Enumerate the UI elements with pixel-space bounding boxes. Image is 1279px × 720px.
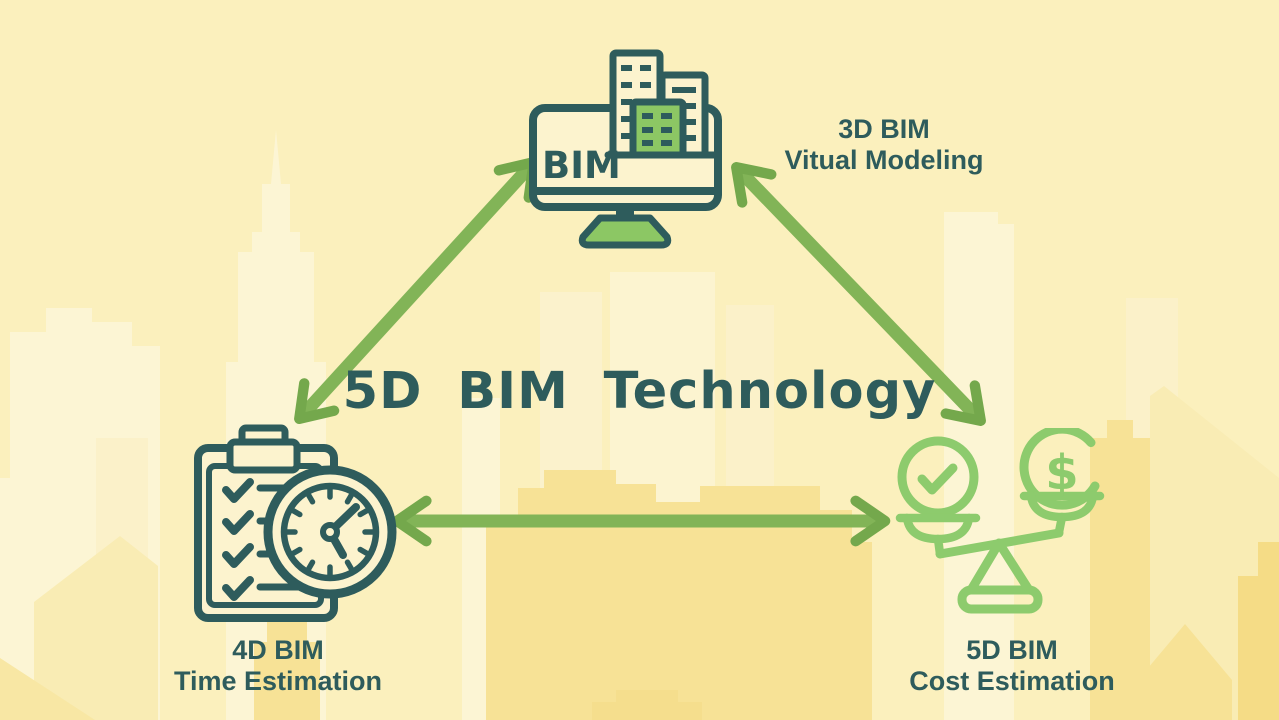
check-icon: [917, 463, 958, 495]
cost-heading: 5D BIM: [966, 635, 1058, 665]
bim-monitor-icon: BIM: [529, 49, 722, 249]
cost-label: 5D BIM Cost Estimation: [862, 635, 1162, 697]
time-heading: 4D BIM: [232, 635, 324, 665]
clipboard-checklist-clock-icon: [194, 424, 397, 622]
modeling-subheading: Vitual Modeling: [784, 145, 984, 175]
arrow-modeling-cost: [731, 162, 986, 426]
modeling-heading: 3D BIM: [838, 114, 930, 144]
modeling-label: 3D BIM Vitual Modeling: [734, 114, 1034, 176]
arrow-modeling-time: [294, 157, 539, 424]
time-label: 4D BIM Time Estimation: [128, 635, 428, 697]
dollar-icon: $: [1045, 445, 1078, 501]
time-subheading: Time Estimation: [173, 666, 383, 696]
monitor-screen-text: BIM: [542, 144, 621, 187]
page-title: 5D BIM Technology: [342, 362, 937, 421]
balance-scale-icon: $: [895, 428, 1105, 614]
cost-subheading: Cost Estimation: [909, 666, 1115, 696]
